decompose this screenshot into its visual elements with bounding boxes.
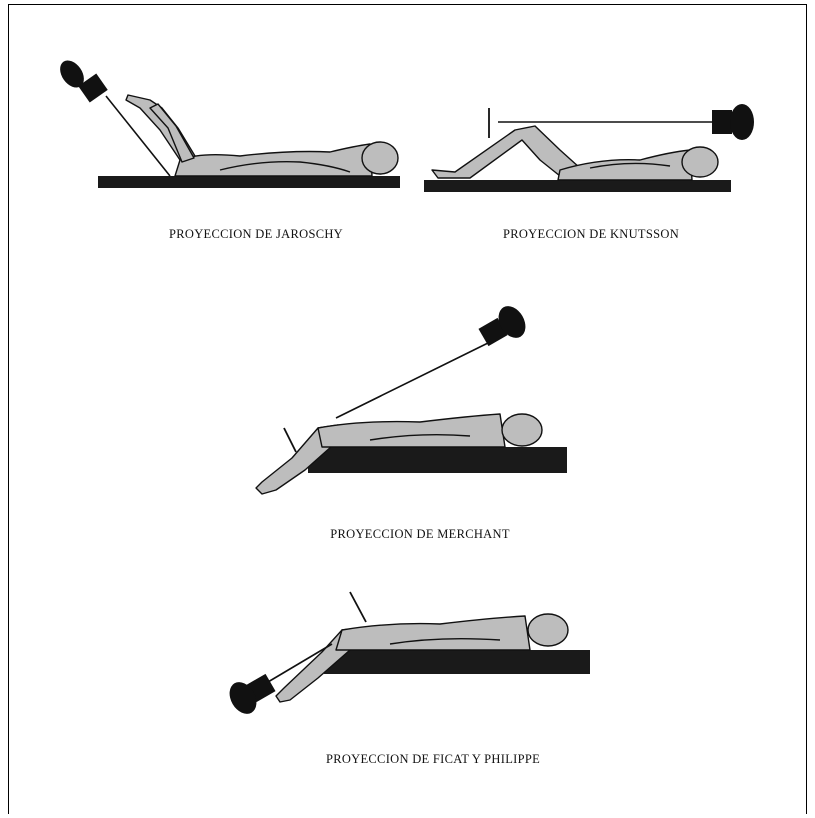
xray-tube-icon [712, 104, 754, 140]
panel-jaroschy [55, 56, 400, 188]
patient-figure [126, 95, 398, 176]
exam-table [98, 176, 400, 188]
panel-knutsson [424, 104, 754, 192]
patient-figure [432, 126, 718, 180]
exam-table [324, 650, 590, 674]
caption-knutsson: PROYECCION DE KNUTSSON [503, 227, 679, 242]
xray-tube-icon [55, 56, 108, 103]
exam-table [308, 447, 567, 473]
panel-ficat [224, 592, 590, 719]
caption-jaroschy: PROYECCION DE JAROSCHY [169, 227, 343, 242]
xray-tube-icon [478, 301, 530, 346]
panel-merchant [256, 301, 567, 494]
film-plate [350, 592, 366, 622]
caption-ficat-philippe: PROYECCION DE FICAT Y PHILIPPE [326, 752, 540, 767]
caption-merchant: PROYECCION DE MERCHANT [330, 527, 510, 542]
xray-beam [336, 342, 490, 418]
exam-table [424, 180, 731, 192]
film-plate [284, 428, 296, 452]
xray-tube-icon [224, 674, 275, 719]
